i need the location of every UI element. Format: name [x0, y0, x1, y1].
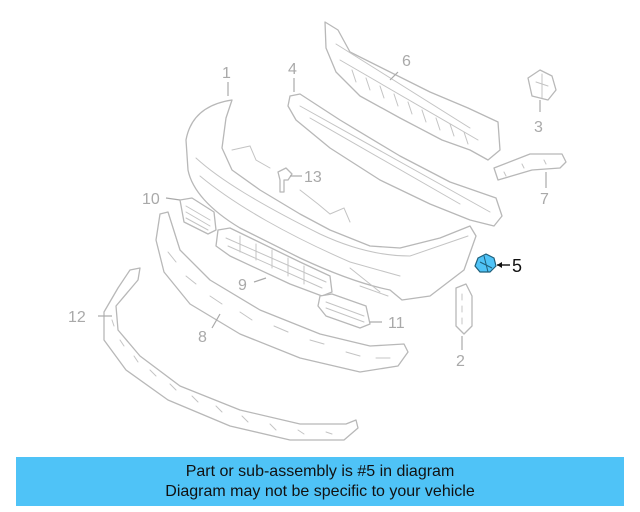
part-2-side-bracket	[455, 283, 473, 335]
banner-line-disclaimer: Diagram may not be specific to your vehi…	[165, 482, 475, 500]
part-9-center-grille	[215, 227, 333, 297]
part-8-valance	[155, 211, 409, 373]
callout-4[interactable]: 4	[288, 61, 297, 78]
part-7-support-bracket	[493, 153, 567, 181]
parts-diagram: 1 2 3 4 5 6 7 8 9 10 11 12 13	[68, 21, 567, 441]
callout-9[interactable]: 9	[238, 277, 247, 294]
callout-13[interactable]: 13	[304, 169, 322, 186]
callout-8[interactable]: 8	[198, 329, 207, 346]
part-5-retainer-highlighted	[474, 253, 497, 273]
banner-line-part-number: Part or sub-assembly is #5 in diagram	[185, 462, 455, 480]
leader-lines	[98, 71, 547, 350]
part-4-reinforcement	[287, 93, 503, 227]
part-6-absorber	[324, 21, 501, 161]
callout-12[interactable]: 12	[68, 309, 86, 326]
part-11-right-grille	[317, 293, 371, 329]
part-10-left-grille	[179, 197, 217, 235]
callout-10[interactable]: 10	[142, 191, 160, 208]
callout-1[interactable]: 1	[222, 65, 231, 82]
callout-3[interactable]: 3	[534, 119, 543, 136]
callout-5[interactable]: 5	[512, 256, 522, 276]
part-12-deflector	[103, 267, 359, 441]
part-13-bolt	[277, 167, 293, 193]
callout-2[interactable]: 2	[456, 353, 465, 370]
callout-6[interactable]: 6	[402, 53, 411, 70]
callout-11[interactable]: 11	[388, 315, 405, 332]
info-banner: Part or sub-assembly is #5 in diagram Di…	[16, 457, 624, 506]
part-1-bumper-cover	[185, 99, 477, 301]
callout-7[interactable]: 7	[540, 191, 549, 208]
part-3-clip	[527, 69, 557, 101]
